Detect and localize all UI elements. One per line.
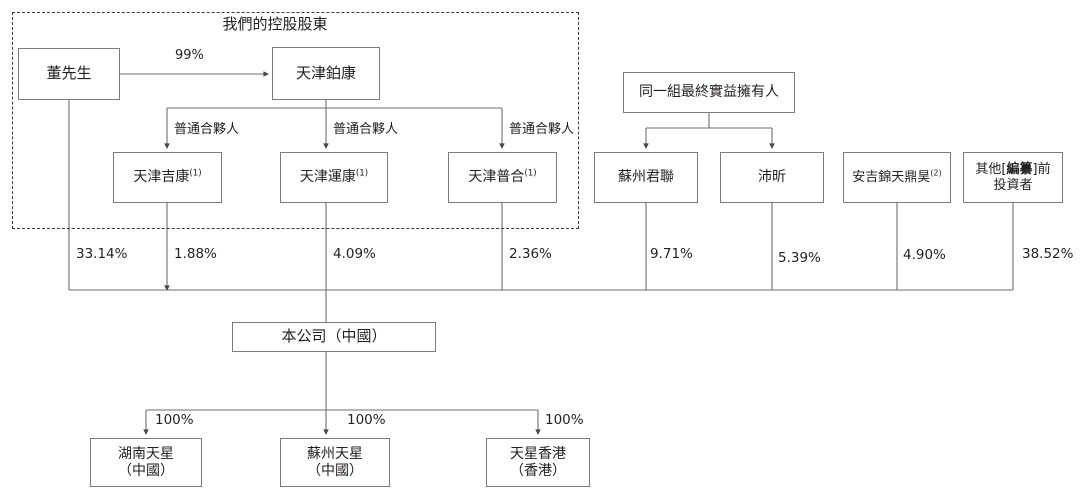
edge-label-general-partner-3: 普通合夥人 bbox=[509, 122, 575, 137]
node-tianjin-jikang[interactable]: 天津吉康(1) bbox=[113, 152, 222, 203]
node-suzhou-junlian-label: 蘇州君聯 bbox=[618, 169, 674, 186]
node-tianxing-hongkong[interactable]: 天星香港 （香港） bbox=[486, 438, 590, 487]
node-tianjin-puhe[interactable]: 天津普合(1) bbox=[448, 152, 557, 203]
node-anji-jintian-dinghao[interactable]: 安吉錦天鼎昊(2) bbox=[843, 152, 951, 203]
node-company-label: 本公司（中國） bbox=[281, 327, 387, 346]
node-mr-dong-label: 董先生 bbox=[46, 64, 92, 83]
pct-label-hunan-tianxing: 100% bbox=[155, 412, 194, 428]
redacted-token: 編纂 bbox=[1006, 162, 1033, 178]
node-peixin[interactable]: 沛昕 bbox=[720, 152, 824, 203]
node-hunan-tianxing-label: 湖南天星 （中國） bbox=[118, 445, 174, 479]
node-tianjin-bokang[interactable]: 天津鉑康 bbox=[272, 47, 380, 100]
footnote-marker-1: (1) bbox=[189, 168, 202, 179]
pct-label-tianjin-jikang: 1.88% bbox=[174, 246, 217, 262]
pct-label-suzhou-junlian: 9.71% bbox=[650, 246, 693, 262]
footnote-marker-1b: (1) bbox=[355, 168, 369, 179]
node-same-group-beneficial-owners[interactable]: 同一組最終實益擁有人 bbox=[623, 72, 795, 113]
node-hunan-tianxing[interactable]: 湖南天星 （中國） bbox=[90, 438, 202, 487]
pct-label-other-pre-ipo-investors: 38.52% bbox=[1022, 246, 1074, 262]
node-tianxing-hongkong-label: 天星香港 （香港） bbox=[510, 445, 566, 479]
footnote-marker-2: (2) bbox=[930, 168, 942, 178]
node-suzhou-junlian[interactable]: 蘇州君聯 bbox=[594, 152, 698, 203]
pct-label-mr-dong: 33.14% bbox=[76, 246, 128, 262]
pct-label-peixin: 5.39% bbox=[778, 250, 821, 266]
node-company[interactable]: 本公司（中國） bbox=[232, 322, 436, 352]
node-peixin-label: 沛昕 bbox=[758, 169, 786, 186]
node-anji-jintian-dinghao-label: 安吉錦天鼎昊(2) bbox=[852, 168, 942, 185]
pct-label-tianxing-hongkong: 100% bbox=[545, 412, 584, 428]
node-other-pre-ipo-investors[interactable]: 其他[編纂]前投資者 bbox=[963, 152, 1063, 203]
pct-label-tianjin-puhe: 2.36% bbox=[509, 246, 552, 262]
node-other-pre-ipo-investors-label: 其他[編纂]前投資者 bbox=[975, 162, 1051, 193]
node-tianjin-jikang-label: 天津吉康(1) bbox=[133, 168, 202, 186]
edge-label-general-partner-2: 普通合夥人 bbox=[333, 122, 399, 137]
node-tianjin-bokang-label: 天津鉑康 bbox=[295, 63, 356, 82]
edge-label-general-partner-1: 普通合夥人 bbox=[174, 122, 240, 137]
node-tianjin-yunkang-label: 天津運康(1) bbox=[299, 168, 369, 186]
node-tianjin-yunkang[interactable]: 天津運康(1) bbox=[280, 152, 388, 203]
node-suzhou-tianxing-label: 蘇州天星 （中國） bbox=[307, 445, 363, 479]
pct-label-tianjin-yunkang: 4.09% bbox=[333, 246, 376, 262]
node-same-group-beneficial-owners-label: 同一組最終實益擁有人 bbox=[639, 84, 779, 101]
node-mr-dong[interactable]: 董先生 bbox=[18, 48, 120, 100]
node-tianjin-puhe-label: 天津普合(1) bbox=[468, 168, 537, 186]
edge-label-dong-to-bokang-percent: 99% bbox=[175, 48, 204, 63]
controlling-shareholder-group-box bbox=[12, 12, 579, 229]
pct-label-suzhou-tianxing: 100% bbox=[347, 412, 386, 428]
controlling-shareholder-group-title: 我們的控股股東 bbox=[222, 15, 328, 33]
footnote-marker-1c: (1) bbox=[524, 168, 537, 179]
node-suzhou-tianxing[interactable]: 蘇州天星 （中國） bbox=[280, 438, 390, 487]
pct-label-anji-jintian-dinghao: 4.90% bbox=[903, 247, 946, 263]
